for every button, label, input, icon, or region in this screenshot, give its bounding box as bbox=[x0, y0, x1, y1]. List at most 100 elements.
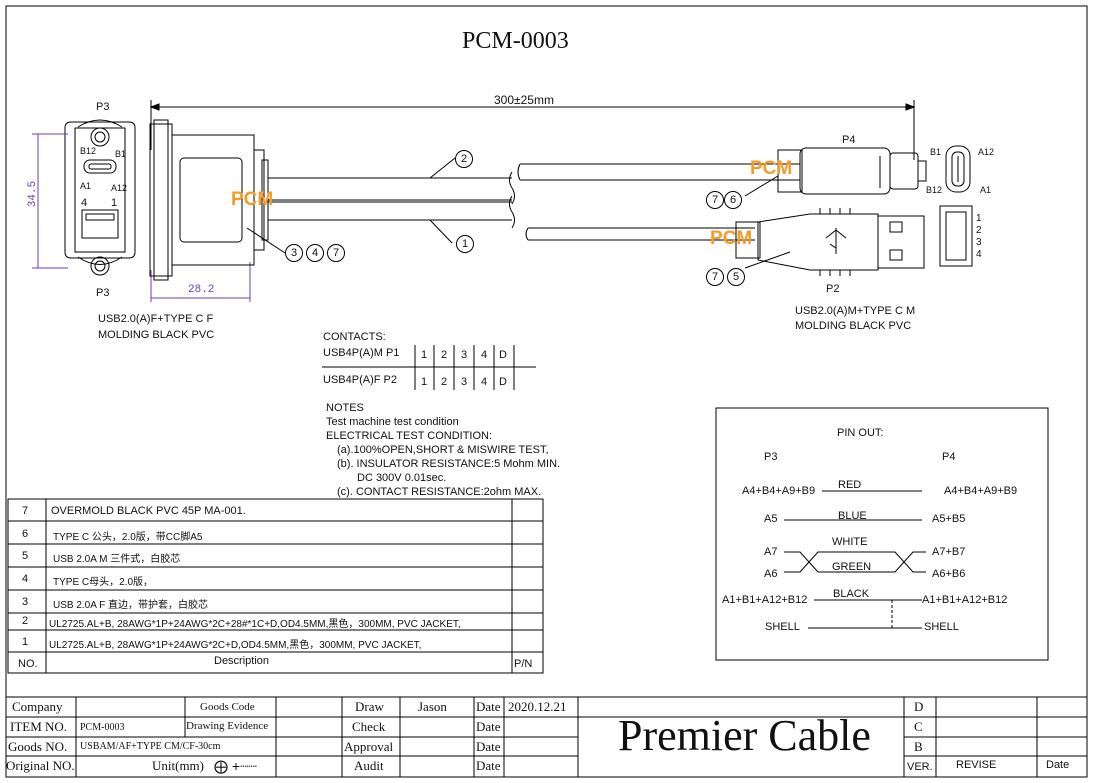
p3-label-bottom: P3 bbox=[96, 287, 110, 299]
tb-company-label: Company bbox=[12, 699, 63, 714]
tb-unit-label: Unit(mm) bbox=[152, 758, 204, 773]
p4-label: P4 bbox=[842, 134, 856, 146]
pinout-right-pin: A4+B4+A9+B9 bbox=[944, 485, 1018, 497]
pinout-right-pin: A7+B7 bbox=[932, 546, 966, 558]
p2-caption-line1: USB2.0(A)M+TYPE C M bbox=[795, 305, 916, 317]
p3-caption-line2: MOLDING BLACK PVC bbox=[98, 329, 215, 341]
bom-row-no: 5 bbox=[22, 550, 29, 562]
bom-row-desc: UL2725.AL+B, 28AWG*1P+24AWG*2C+D,OD4.5MM… bbox=[49, 640, 422, 651]
bom-head-no: NO. bbox=[18, 658, 38, 670]
bom-row-desc: UL2725.AL+B, 28AWG*1P+24AWG*2C+28#*1C+D,… bbox=[49, 619, 461, 630]
contacts-row-2-name: USB4P(A)F P2 bbox=[323, 374, 397, 386]
p2-label: P2 bbox=[826, 283, 840, 295]
p4-typec-plug bbox=[777, 147, 927, 195]
notes-line: (b). INSULATOR RESISTANCE:5 Mohm MIN. bbox=[337, 458, 561, 470]
bom-row-desc: OVERMOLD BLACK PVC 45P MA-001. bbox=[51, 505, 246, 517]
tb-item-no-label: ITEM NO. bbox=[10, 719, 68, 734]
pinout-right-head: P4 bbox=[942, 451, 956, 463]
contacts-row-1-pin: 4 bbox=[481, 349, 488, 361]
tb-date-value: 2020.12.21 bbox=[508, 699, 567, 714]
pinout-wire-color: BLACK bbox=[833, 588, 870, 600]
contacts-row-1-name: USB4P(A)M P1 bbox=[323, 347, 400, 359]
bom-row-no: 4 bbox=[22, 573, 29, 585]
pinout-left-pin: A6 bbox=[764, 568, 778, 580]
contacts-table-lines bbox=[322, 345, 536, 390]
contacts-row-2-pin: 4 bbox=[481, 376, 488, 388]
projection-symbol-icon: ⨁ +┈┈ bbox=[214, 758, 257, 774]
tb-approval-label: Approval bbox=[344, 739, 394, 754]
tb-date-label: Date bbox=[476, 758, 501, 773]
bom-row-desc: TYPE C 公头，2.0版，带CC脚A5 bbox=[53, 532, 203, 543]
contacts-title: CONTACTS: bbox=[323, 331, 386, 343]
callout-p2-5: 5 bbox=[727, 268, 745, 286]
contacts-row-2-pin: 3 bbox=[461, 376, 468, 388]
drawing-frame bbox=[5, 5, 1088, 778]
bom-row-desc: TYPE C母头，2.0版， bbox=[53, 577, 154, 588]
p4-pin-b1: B1 bbox=[930, 147, 942, 157]
pinout-right-pin: A5+B5 bbox=[932, 513, 966, 525]
pinout-wire-color: RED bbox=[838, 479, 862, 491]
p3-width-dimension bbox=[150, 262, 251, 302]
p3-pin-b12: B12 bbox=[80, 146, 97, 156]
tb-goods-no-label: Goods NO. bbox=[8, 739, 68, 754]
notes-line: ELECTRICAL TEST CONDITION: bbox=[326, 430, 493, 442]
p3-caption-line1: USB2.0(A)F+TYPE C F bbox=[98, 313, 214, 325]
bom-row-desc: USB 2.0A M 三件式，白胶芯 bbox=[53, 554, 181, 565]
pinout-wire-color: BLUE bbox=[838, 510, 867, 522]
pinout-box bbox=[715, 407, 1049, 661]
usb-pin-2: 2 bbox=[976, 225, 982, 236]
rev-letter: D bbox=[914, 699, 924, 714]
pinout-right-pin: SHELL bbox=[924, 621, 959, 633]
callout-p4-6: 6 bbox=[724, 191, 742, 209]
notes-line: NOTES bbox=[326, 402, 364, 414]
contacts-row-1-pin: 1 bbox=[421, 349, 428, 361]
pinout-left-pin: A5 bbox=[764, 513, 778, 525]
pcm-logo-left: PCM bbox=[231, 189, 274, 210]
tb-item-no-value: PCM-0003 bbox=[80, 722, 125, 733]
pinout-left-pin: A1+B1+A12+B12 bbox=[722, 594, 808, 606]
notes-line: Test machine test condition bbox=[326, 416, 459, 428]
p3-height-value: 34.5 bbox=[27, 180, 40, 208]
tb-date-label: Date bbox=[476, 739, 501, 754]
callout-cable-1: 1 bbox=[456, 235, 474, 253]
p4-pin-a1: A1 bbox=[980, 185, 992, 195]
pinout-title: PIN OUT: bbox=[837, 427, 884, 439]
p3-width-value: 28.2 bbox=[188, 284, 215, 296]
pinout-wire-color: WHITE bbox=[832, 536, 868, 548]
pinout-left-pin: SHELL bbox=[765, 621, 800, 633]
cables bbox=[246, 157, 800, 254]
tb-drawing-evidence-label: Drawing Evidence bbox=[186, 720, 269, 732]
usb-pin-3: 3 bbox=[976, 237, 982, 248]
p3-pin-1: 1 bbox=[111, 197, 118, 209]
bom-row-no: 7 bbox=[22, 505, 29, 517]
contacts-row-2-pin: 1 bbox=[421, 376, 428, 388]
p3-pin-4: 4 bbox=[81, 197, 88, 209]
bom-table-lines bbox=[7, 498, 544, 674]
rev-letter: C bbox=[914, 719, 923, 734]
drawing-title: PCM-0003 bbox=[462, 28, 569, 54]
bom-row-no: 6 bbox=[22, 528, 29, 540]
contacts-row-1-pin: 3 bbox=[461, 349, 468, 361]
tb-date-label: Date bbox=[476, 699, 501, 714]
notes-line: DC 300V 0.01sec. bbox=[357, 472, 447, 484]
callout-p4-7: 7 bbox=[706, 191, 724, 209]
tb-revise-label: REVISE bbox=[956, 759, 997, 771]
p2-usba-plug bbox=[735, 175, 925, 276]
tb-draw-value: Jason bbox=[418, 699, 447, 714]
contacts-row-1-pin: D bbox=[499, 349, 507, 361]
callout-7: 7 bbox=[327, 244, 345, 262]
contacts-row-1-pin: 2 bbox=[441, 349, 448, 361]
rev-letter: B bbox=[914, 739, 923, 754]
pinout-right-pin: A1+B1+A12+B12 bbox=[922, 594, 1008, 606]
pinout-right-pin: A6+B6 bbox=[932, 568, 966, 580]
notes-line: (a).100%OPEN,SHORT & MISWIRE TEST, bbox=[337, 444, 549, 456]
p4-pin-a12: A12 bbox=[978, 147, 995, 157]
tb-check-label: Check bbox=[352, 719, 386, 734]
bom-row-no: 1 bbox=[22, 636, 29, 648]
contacts-row-2-pin: D bbox=[499, 376, 507, 388]
p4-pin-b12: B12 bbox=[926, 185, 943, 195]
p3-pin-a1: A1 bbox=[80, 181, 92, 191]
tb-goods-code-label: Goods Code bbox=[200, 701, 255, 713]
p3-panel-face bbox=[64, 119, 136, 276]
